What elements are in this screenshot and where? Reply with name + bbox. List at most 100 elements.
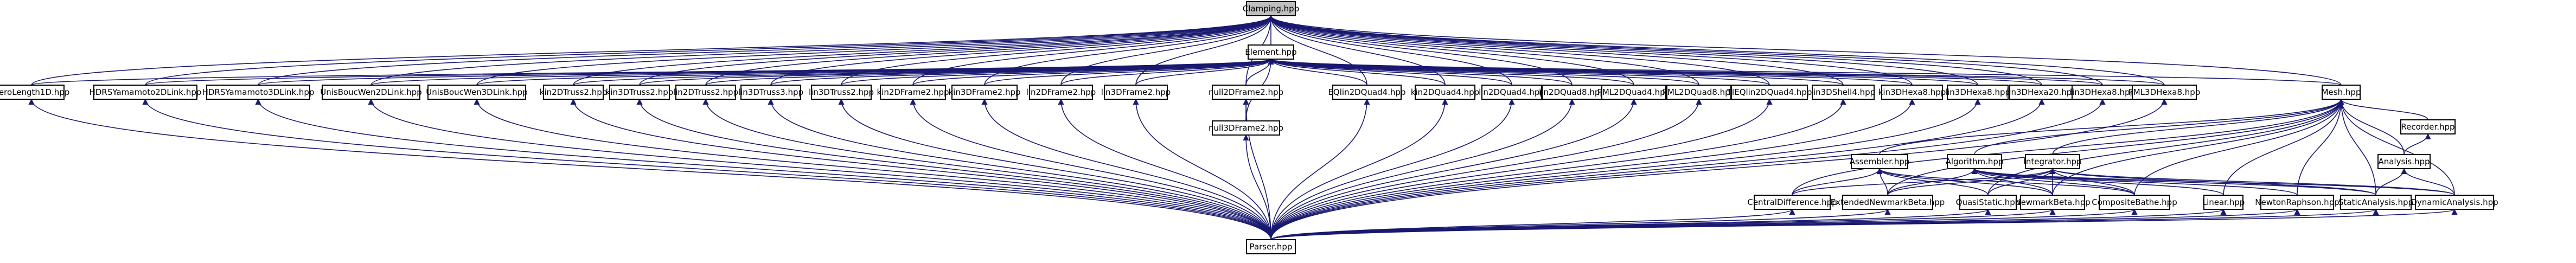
node-kin3dtruss[interactable]: kin3DTruss2.hpp bbox=[606, 85, 674, 100]
node-label: kin3DTruss2.hpp bbox=[606, 87, 674, 97]
node-lin2dtruss[interactable]: lin2DTruss2.hpp bbox=[673, 85, 738, 100]
node-label: lin2DTruss2.hpp bbox=[673, 87, 738, 97]
node-lin3dframe[interactable]: lin3DFrame2.hpp bbox=[1101, 85, 1171, 100]
node-mesh[interactable]: Mesh.hpp bbox=[2322, 85, 2361, 100]
node-zerolength1d[interactable]: ZeroLength1D.hpp bbox=[0, 85, 69, 100]
node-lin2dquad8[interactable]: lin2DQuad8.hpp bbox=[1539, 85, 1605, 100]
node-element[interactable]: Element.hpp bbox=[1245, 44, 1297, 60]
node-lin2dframe[interactable]: lin2DFrame2.hpp bbox=[1026, 85, 1096, 100]
node-box bbox=[0, 85, 65, 100]
node-label: PML2DQuad4.hpp bbox=[1597, 87, 1670, 97]
node-algorithm[interactable]: Algorithm.hpp bbox=[1946, 154, 2004, 169]
edge-layer bbox=[28, 15, 2457, 240]
edge-parser-to-lin2dquad4 bbox=[1270, 98, 1515, 240]
node-lin3dshell4[interactable]: lin3DShell4.hpp bbox=[1811, 85, 1875, 100]
edge-unibw3d-to-clamping bbox=[476, 15, 1274, 86]
node-lin2dquad4[interactable]: lin2DQuad4.hpp bbox=[1479, 85, 1545, 100]
edge-parser-to-unibw2d bbox=[368, 98, 1271, 240]
node-box bbox=[609, 85, 670, 100]
node-label: DynamicAnalysis.hpp bbox=[2411, 197, 2498, 207]
node-label: Clamping.hpp bbox=[1243, 4, 1299, 14]
node-pml2dquad8[interactable]: PML2DQuad8.hpp bbox=[1663, 85, 1735, 100]
node-box bbox=[2260, 195, 2334, 210]
node-box bbox=[1481, 85, 1542, 100]
edge-kin3dhexa8-to-clamping bbox=[1268, 15, 1913, 86]
node-label: Algorithm.hpp bbox=[1946, 157, 2004, 166]
node-assembler[interactable]: Assembler.hpp bbox=[1850, 154, 1910, 169]
node-kin3dhexa8[interactable]: kin3DHexa8.hpp bbox=[1878, 85, 1946, 100]
node-unibw3d[interactable]: UnisBoucWen3DLink.hpp bbox=[426, 85, 528, 100]
edge-parser-to-lin2dtruss bbox=[702, 98, 1271, 240]
node-null3dframe[interactable]: null3DFrame2.hpp bbox=[1209, 120, 1283, 136]
node-label: CompositeBathe.hpp bbox=[2092, 197, 2177, 207]
node-box bbox=[2203, 195, 2243, 210]
node-label: NewtonRaphson.hpp bbox=[2255, 197, 2339, 207]
edge-parser-to-linear bbox=[1270, 208, 2226, 240]
edge-lin3dframe-to-element bbox=[1135, 58, 1274, 86]
edge-eqn2dquad-to-element bbox=[1268, 58, 1367, 86]
edge-pml3dhexa8-to-clamping bbox=[1268, 15, 2165, 86]
node-label: kin3DHexa8.hpp bbox=[1878, 87, 1946, 97]
node-extnewmark[interactable]: ExtendedNewmarkBeta.hpp bbox=[1831, 195, 1945, 210]
node-box bbox=[880, 85, 946, 100]
node-staticanalysis[interactable]: StaticAnalysis.hpp bbox=[2338, 195, 2413, 210]
node-hdrfy2d[interactable]: HDRSYamamoto2DLink.hpp bbox=[90, 85, 202, 100]
node-compbathe[interactable]: CompositeBathe.hpp bbox=[2092, 195, 2177, 210]
node-recorder[interactable]: Recorder.hpp bbox=[2400, 119, 2456, 134]
edge-lin2dquad4-to-element bbox=[1268, 58, 1512, 86]
edge-kin2dtruss-to-clamping bbox=[573, 15, 1274, 86]
edge-parser-to-kin2dframe bbox=[910, 98, 1271, 240]
node-lin3dtruss[interactable]: lin3DTruss3.hpp bbox=[738, 85, 803, 100]
node-label: null3DFrame2.hpp bbox=[1209, 123, 1283, 133]
node-pml3dhexa8[interactable]: PML3DHexa8.hpp bbox=[2128, 85, 2201, 100]
node-box bbox=[1212, 85, 1280, 100]
edge-pml3dhexa8-to-element bbox=[1268, 58, 2165, 86]
node-kin2dframe[interactable]: kin2DFrame2.hpp bbox=[877, 85, 949, 100]
edge-parser-to-lin3dshell4 bbox=[1270, 98, 1846, 240]
node-tie2dquad4[interactable]: TIEQlin2DQuad4.hpp bbox=[1727, 85, 1812, 100]
node-label: HDRSYamamoto2DLink.hpp bbox=[90, 87, 202, 97]
node-label: TIEQlin2DQuad4.hpp bbox=[1727, 87, 1812, 97]
node-pml2dquad4[interactable]: PML2DQuad4.hpp bbox=[1597, 85, 1670, 100]
edge-parser-to-staticanalysis bbox=[1270, 208, 2379, 240]
node-eqn2dquad[interactable]: EQlin2DQuad4.hpp bbox=[1328, 85, 1406, 100]
node-box bbox=[1666, 85, 1731, 100]
node-linear[interactable]: Linear.hpp bbox=[2202, 195, 2245, 210]
node-lin3dhexa20[interactable]: lin3DHexa20.hpp bbox=[2006, 85, 2077, 100]
node-integrator[interactable]: Integrator.hpp bbox=[2023, 154, 2082, 169]
node-lin3dhexa8[interactable]: lin3DHexa8.hpp bbox=[1945, 85, 2010, 100]
edge-lin3dtruss2-to-clamping bbox=[841, 15, 1274, 86]
edge-centraldiff-to-assembler bbox=[1792, 168, 1883, 196]
edge-lin3dhexa20-to-clamping bbox=[1268, 15, 2042, 86]
node-lin3dtruss2[interactable]: lin3DTruss2.hpp bbox=[809, 85, 874, 100]
node-kin2dquad4[interactable]: kin2DQuad4.hpp bbox=[1411, 85, 1479, 100]
node-newmarkbeta[interactable]: NewmarkBeta.hpp bbox=[2015, 195, 2091, 210]
edge-dynamicanalysis-to-algorithm bbox=[1971, 168, 2455, 196]
node-box bbox=[1731, 85, 1808, 100]
edge-zerolength1d-to-clamping bbox=[31, 15, 1274, 86]
node-newton[interactable]: NewtonRaphson.hpp bbox=[2255, 195, 2340, 210]
node-kin2dtruss[interactable]: kin2DTruss2.hpp bbox=[540, 85, 608, 100]
node-box bbox=[206, 85, 310, 100]
node-box bbox=[1212, 120, 1280, 136]
node-quasistatic[interactable]: QuasiStatic.hpp bbox=[1956, 195, 2021, 210]
node-box bbox=[1754, 195, 1831, 210]
node-lin3dhexa8b[interactable]: lin3DHexa8.hpp bbox=[2070, 85, 2135, 100]
edge-dynamicanalysis-to-analysis bbox=[2401, 168, 2455, 196]
node-label: HDRSYamamoto3DLink.hpp bbox=[202, 87, 315, 97]
edge-linear-to-algorithm bbox=[1971, 168, 2224, 196]
node-centraldiff[interactable]: CentralDifference.hpp bbox=[1747, 195, 1837, 210]
edge-parser-to-eqn2dquad bbox=[1270, 98, 1370, 240]
node-kin3dframe[interactable]: kin3DFrame2.hpp bbox=[948, 85, 1021, 100]
node-parser[interactable]: Parser.hpp bbox=[1246, 239, 1296, 254]
node-label: QuasiStatic.hpp bbox=[1956, 197, 2021, 207]
node-label: kin2DQuad4.hpp bbox=[1411, 87, 1479, 97]
node-hdrfy3d[interactable]: HDRSYamamoto3DLink.hpp bbox=[202, 85, 315, 100]
node-analysis[interactable]: Analysis.hpp bbox=[2377, 154, 2431, 169]
node-label: Parser.hpp bbox=[1250, 242, 1293, 252]
node-clamping[interactable]: Clamping.hpp bbox=[1243, 1, 1299, 16]
node-unibw2d[interactable]: UnisBoucWen2DLink.hpp bbox=[320, 85, 422, 100]
node-dynamicanalysis[interactable]: DynamicAnalysis.hpp bbox=[2411, 195, 2498, 210]
node-null2dframe[interactable]: null2DFrame2.hpp bbox=[1209, 85, 1283, 100]
node-label: kin3DFrame2.hpp bbox=[948, 87, 1020, 97]
